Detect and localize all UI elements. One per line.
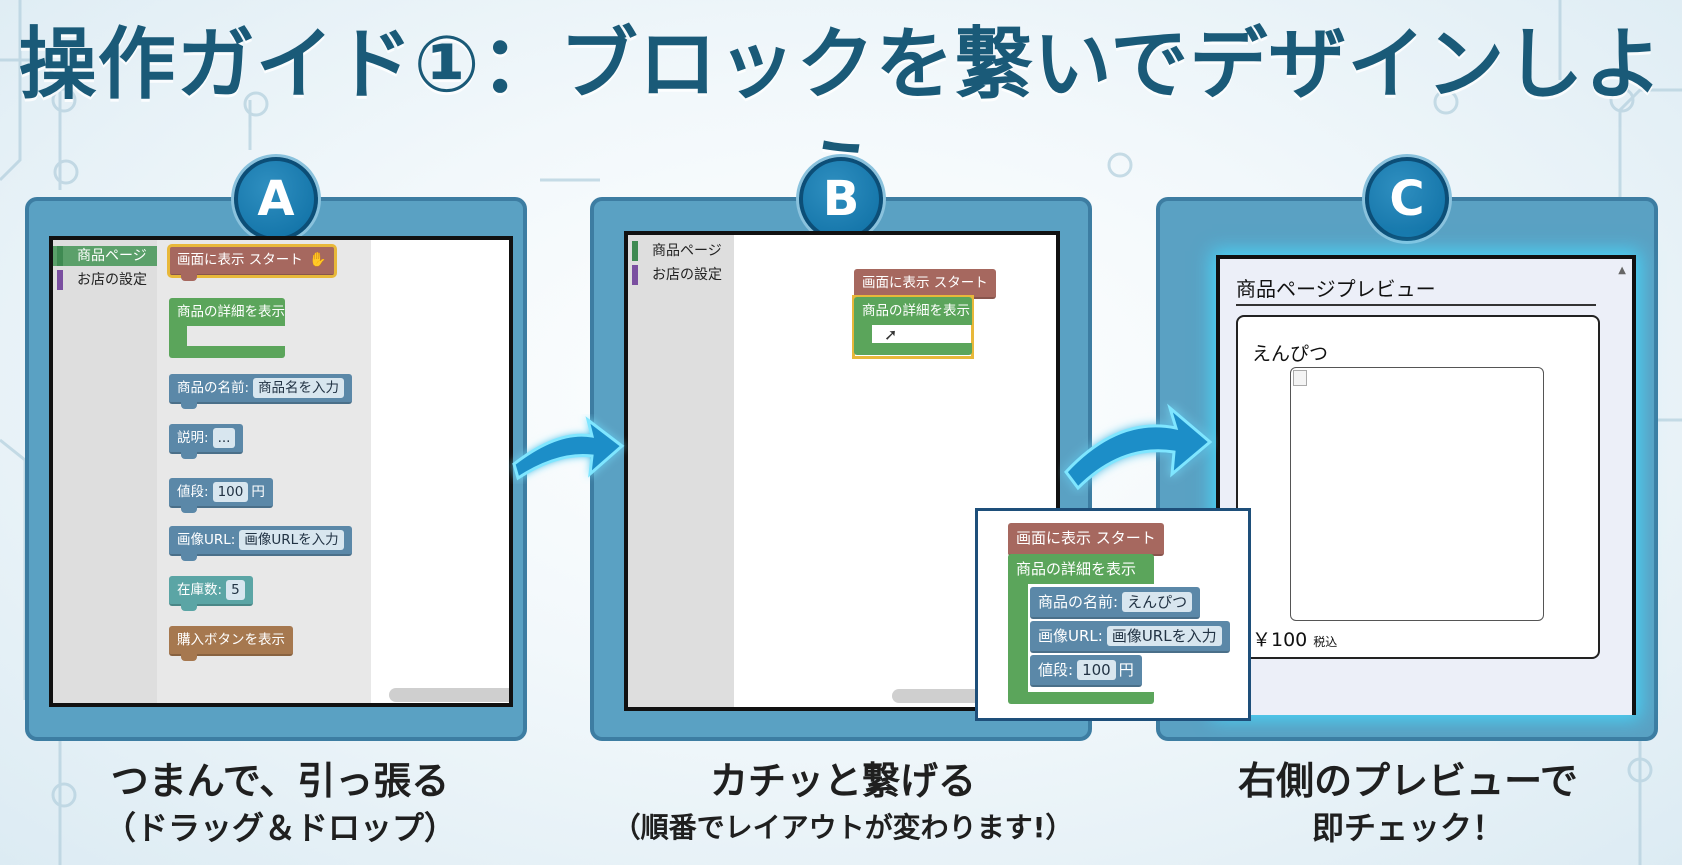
block-product-details[interactable]: 商品の詳細を表示 [1008, 554, 1154, 704]
category-color-stripe [57, 246, 63, 266]
block-label: 画像URL: [177, 532, 236, 548]
scroll-up-arrow-icon[interactable]: ▲ [1618, 265, 1626, 276]
badge-b: B [799, 157, 883, 241]
block-notch [181, 553, 197, 561]
toolbox-category-product-page[interactable]: 商品ページ [628, 241, 734, 261]
block-notch [181, 451, 197, 459]
block-notch [181, 273, 197, 281]
panel-a: A 商品ページ お店の設定 画面に表示 スタート ✋ 商品の詳細を表示 [25, 157, 527, 741]
product-card: えんぴつ ￥100 税込 [1236, 315, 1600, 659]
block-start-display[interactable]: 画面に表示 スタート [1008, 523, 1164, 556]
category-color-stripe [57, 270, 63, 290]
block-c-arm [169, 326, 187, 348]
toolbox-category-shop-settings[interactable]: お店の設定 [53, 270, 157, 290]
block-notch [181, 653, 197, 661]
block-buy-button[interactable]: 購入ボタンを表示 [169, 626, 293, 661]
block-text-field[interactable]: 商品名を入力 [253, 378, 345, 398]
block-notch [181, 603, 197, 611]
connected-blocks-inset: 画面に表示 スタート 商品の詳細を表示 商品の名前:えんぴつ 画像URL:画像U… [975, 508, 1251, 721]
block-label: 商品の詳細を表示 [1008, 554, 1154, 584]
block-c-arm [854, 325, 872, 345]
caption-line2: （順番でレイアウトが変わります!） [612, 811, 1074, 844]
block-text-field[interactable]: えんぴつ [1122, 592, 1193, 612]
badge-a: A [234, 157, 318, 241]
preview-title: 商品ページプレビュー [1236, 273, 1596, 306]
caption-line1: カチッと繋げる [709, 759, 976, 803]
caption-line2: （ドラッグ＆ドロップ） [103, 809, 456, 847]
block-label: 在庫数: [177, 582, 223, 598]
block-notch [181, 401, 197, 409]
block-number-field[interactable]: 100 [212, 482, 249, 502]
block-c-bottom [854, 343, 972, 355]
block-label: 値段: [177, 484, 209, 500]
category-label: 商品ページ [652, 243, 722, 259]
toolbox-category-product-page[interactable]: 商品ページ [53, 246, 157, 266]
arrow-b-to-c-icon [1064, 403, 1213, 491]
block-text-field[interactable]: 画像URLを入力 [1106, 626, 1222, 646]
block-image-url[interactable]: 画像URL:画像URLを入力 [1030, 621, 1230, 653]
block-start-display[interactable]: 画面に表示 スタート [854, 269, 996, 299]
toolbox-flyout: 画面に表示 スタート ✋ 商品の詳細を表示 商品の名前:商品名を入力 説明:..… [157, 240, 371, 703]
block-label: 値段: [1038, 661, 1074, 679]
caption-b: カチッと繋げる （順番でレイアウトが変わります!） [563, 757, 1123, 851]
block-unit: 円 [251, 484, 265, 500]
block-number-field[interactable]: 5 [226, 580, 245, 600]
tax-label: 税込 [1313, 635, 1338, 649]
product-image [1290, 367, 1544, 621]
product-name: えんぴつ [1252, 343, 1329, 365]
product-price: ￥100 税込 [1252, 625, 1337, 652]
block-stock[interactable]: 在庫数:5 [169, 576, 253, 611]
caption-line2: 即チェック！ [1311, 809, 1504, 847]
block-c-bottom [169, 346, 285, 358]
category-color-stripe [632, 241, 638, 261]
broken-image-icon [1293, 370, 1307, 386]
category-label: 商品ページ [77, 248, 147, 264]
badge-c: C [1365, 157, 1449, 241]
caption-line1: つまんで、引っ張る [110, 759, 450, 803]
category-label: お店の設定 [77, 272, 147, 288]
block-label: 商品の名前: [1038, 593, 1119, 611]
block-c-arm [1008, 584, 1028, 692]
category-color-stripe [632, 265, 638, 285]
blockly-workspace-a[interactable]: 商品ページ お店の設定 画面に表示 スタート ✋ 商品の詳細を表示 商品の名前:… [49, 236, 513, 707]
block-label: 画面に表示 スタート [1016, 529, 1156, 547]
caption-line1: 右側のプレビューで [1238, 759, 1578, 803]
category-label: お店の設定 [652, 267, 722, 283]
block-number-field[interactable]: 100 [1077, 660, 1116, 680]
block-start-display[interactable]: 画面に表示 スタート ✋ [167, 244, 337, 281]
block-unit: 円 [1118, 661, 1134, 679]
block-image-url[interactable]: 画像URL:画像URLを入力 [169, 526, 352, 561]
block-description[interactable]: 説明:... [169, 424, 244, 459]
caption-a: つまんで、引っ張る （ドラッグ＆ドロップ） [0, 757, 560, 851]
block-label: 画面に表示 スタート [862, 275, 988, 291]
block-label: 商品の名前: [177, 380, 250, 396]
block-text-field[interactable]: 画像URLを入力 [239, 530, 344, 550]
horizontal-scrollbar[interactable] [389, 688, 509, 702]
block-label: 購入ボタンを表示 [177, 632, 285, 648]
block-label: 画像URL: [1038, 627, 1103, 645]
block-label: 商品の詳細を表示 [854, 297, 972, 325]
block-product-name[interactable]: 商品の名前:商品名を入力 [169, 374, 353, 409]
block-product-details[interactable]: 商品の詳細を表示 ➚ [852, 295, 974, 359]
toolbox: 商品ページ お店の設定 [53, 240, 157, 703]
block-label: 画面に表示 スタート [177, 252, 303, 268]
preview-pane: 商品ページプレビュー ▲ えんぴつ ￥100 税込 [1216, 255, 1636, 715]
block-product-name[interactable]: 商品の名前:えんぴつ [1030, 587, 1201, 619]
price-value: ￥100 [1252, 629, 1308, 651]
toolbox-category-shop-settings[interactable]: お店の設定 [628, 265, 734, 285]
block-text-field[interactable]: ... [212, 428, 236, 448]
caption-c: 右側のプレビューで 即チェック！ [1128, 757, 1682, 851]
block-notch [181, 505, 197, 513]
arrow-a-to-b-icon [512, 416, 625, 481]
block-label: 説明: [177, 430, 209, 446]
block-label: 商品の詳細を表示 [169, 298, 285, 326]
block-c-bottom [1008, 692, 1154, 704]
arrow-cursor-icon: ➚ [884, 325, 898, 344]
block-product-details[interactable]: 商品の詳細を表示 [169, 298, 285, 360]
hand-cursor-icon: ✋ [309, 252, 327, 268]
toolbox: 商品ページ お店の設定 [628, 235, 734, 707]
